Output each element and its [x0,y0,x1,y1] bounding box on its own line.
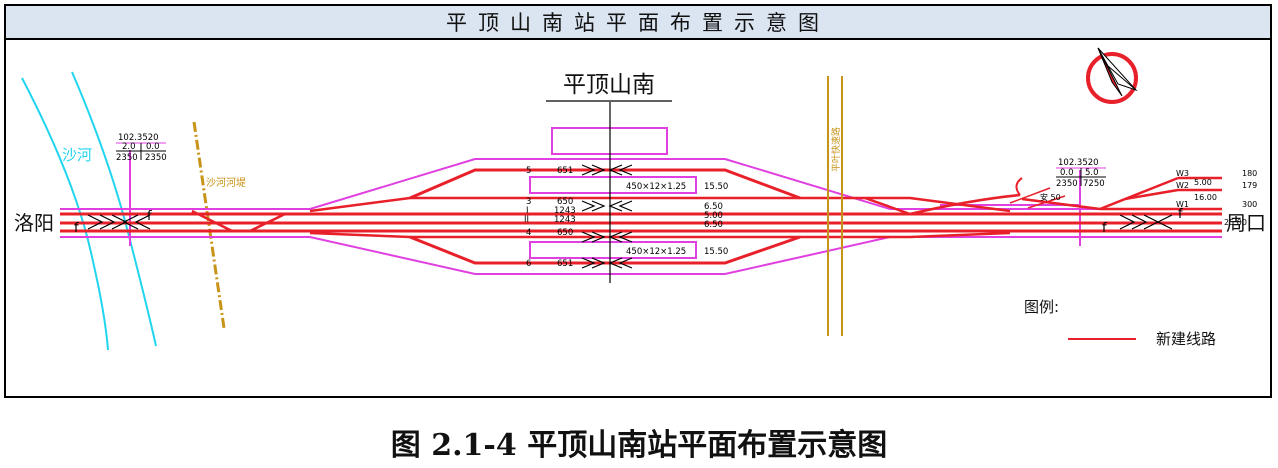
switch-mark-w1 [87,214,128,230]
track-no-4: 4 [526,228,531,238]
east-left-top: 0.0 [1060,168,1074,178]
switch-marks [87,164,1173,269]
turnout-west-2 [249,212,286,233]
track-labels: 5 651 3 650 I 1243 II 1243 4 650 6 651 4… [524,166,728,269]
west-right-bottom: 2350 [145,153,167,163]
switch-f-2: f [147,209,152,224]
platform-switch-2 [581,231,633,243]
river: 沙河 [21,71,157,351]
branch-value-300: 300 [1242,200,1257,209]
platform-switch-4 [581,257,633,269]
outline-upper [60,158,1222,210]
east-fan-w3 [1099,176,1179,211]
track-no-I: I [526,206,529,216]
outline-lower [60,236,1222,275]
city-west: 洛阳 [14,211,54,235]
switch-f-1: f [74,221,79,236]
siding-upper [409,168,801,200]
track-len-I: 1243 [554,206,576,216]
east-branch-connector [1021,197,1101,211]
track-no-II: II [524,215,529,225]
switch-f-4: f [1178,207,1183,222]
station-centre: 平顶山南 [546,72,672,283]
east-branch-labels: W3 W2 W1 180 179 300 5.00 16.00 25.00 安 … [1040,169,1257,227]
track-no-5: 5 [526,166,531,176]
figure-caption: 图 2.1-4 平顶山南站平面布置示意图 [390,428,888,463]
spacing-4: 6.50 [704,220,723,230]
road-name: 平叶快速路 [830,127,842,172]
east-branch-curve [909,193,1021,216]
crossing-road: 平叶快速路 [827,76,843,336]
platform-upper [529,176,697,194]
turnout-east-1 [864,196,911,216]
track-len-3: 650 [557,197,573,207]
embankment: 沙河河堤 [192,121,246,329]
embankment-line [192,121,226,329]
river-name: 沙河 [62,146,92,164]
crossover-lower [309,231,1011,239]
tracks [60,168,1222,265]
branch-label-w1: W1 [1176,200,1189,209]
platform-switch-1 [581,200,633,212]
river-bank-east [71,71,157,347]
legend-title: 图例: [1024,298,1059,316]
branch-label-w2: W2 [1176,181,1189,190]
track-len-5: 651 [557,166,573,176]
track-len-II: 1243 [554,215,576,225]
platform-lower-size: 450×12×1.25 [626,247,686,257]
diagram-frame: 平顶山南站平面布置示意图 沙河 沙河河堤 [4,4,1272,398]
east-left-bottom: 2350 [1056,179,1078,189]
platform-upper-size: 450×12×1.25 [626,182,686,192]
branch-value-180: 180 [1242,169,1257,178]
east-right-top: 5.0 [1085,168,1099,178]
legend: 图例: 新建线路 [1024,298,1216,348]
spacing-3: 5.00 [704,211,723,221]
branch-spacing-1: 5.00 [1194,178,1212,187]
platform-lower [529,241,697,259]
platform-switch-3 [581,164,633,176]
branch-value-179: 179 [1242,181,1257,190]
spacing-5: 15.50 [704,247,728,257]
east-fan-w2 [1124,188,1179,201]
branch-spacing-3: 25.00 [1224,218,1247,227]
switch-mark-e2 [1156,214,1173,230]
diagram-title: 平顶山南站平面布置示意图 [6,6,1270,40]
branch-label-w3: W3 [1176,169,1189,178]
branch-spacing-2: 16.00 [1194,193,1217,202]
west-mileage: 102.3520 2.0 0.0 2350 2350 [116,133,167,163]
spacing-2: 6.50 [704,202,723,212]
east-branch-hook [1015,177,1023,196]
spacing-1: 15.50 [704,182,728,192]
track-no-6: 6 [526,259,531,269]
track-no-3: 3 [526,197,531,207]
switch-f-3: f [1102,221,1107,236]
branch-curve-label: 安 50 [1040,192,1061,202]
east-spur [1009,187,1066,209]
station-name: 平顶山南 [563,72,655,98]
east-km: 102.3520 [1058,158,1099,168]
west-left-top: 2.0 [122,142,136,152]
embankment-label: 沙河河堤 [206,177,246,189]
east-mileage: 102.3520 0.0 5.0 2350 7250 [1056,158,1106,189]
track-len-6: 651 [557,259,573,269]
west-left-bottom: 2350 [116,153,138,163]
north-arrow-icon [1086,47,1138,104]
river-bank-west [21,77,109,351]
legend-item: 新建线路 [1156,330,1216,348]
track-len-4: 650 [557,228,573,238]
east-right-bottom: 7250 [1083,179,1105,189]
switch-f-labels: f f f f [74,207,1183,236]
siding-lower [409,235,801,265]
west-km: 102.3520 [118,133,159,143]
turnout-west-1 [191,209,233,233]
city-east: 周口 [1226,211,1266,235]
station-layout-diagram: 沙河 沙河河堤 [14,47,1266,351]
west-right-top: 0.0 [146,142,160,152]
switch-mark-w2 [122,214,151,230]
